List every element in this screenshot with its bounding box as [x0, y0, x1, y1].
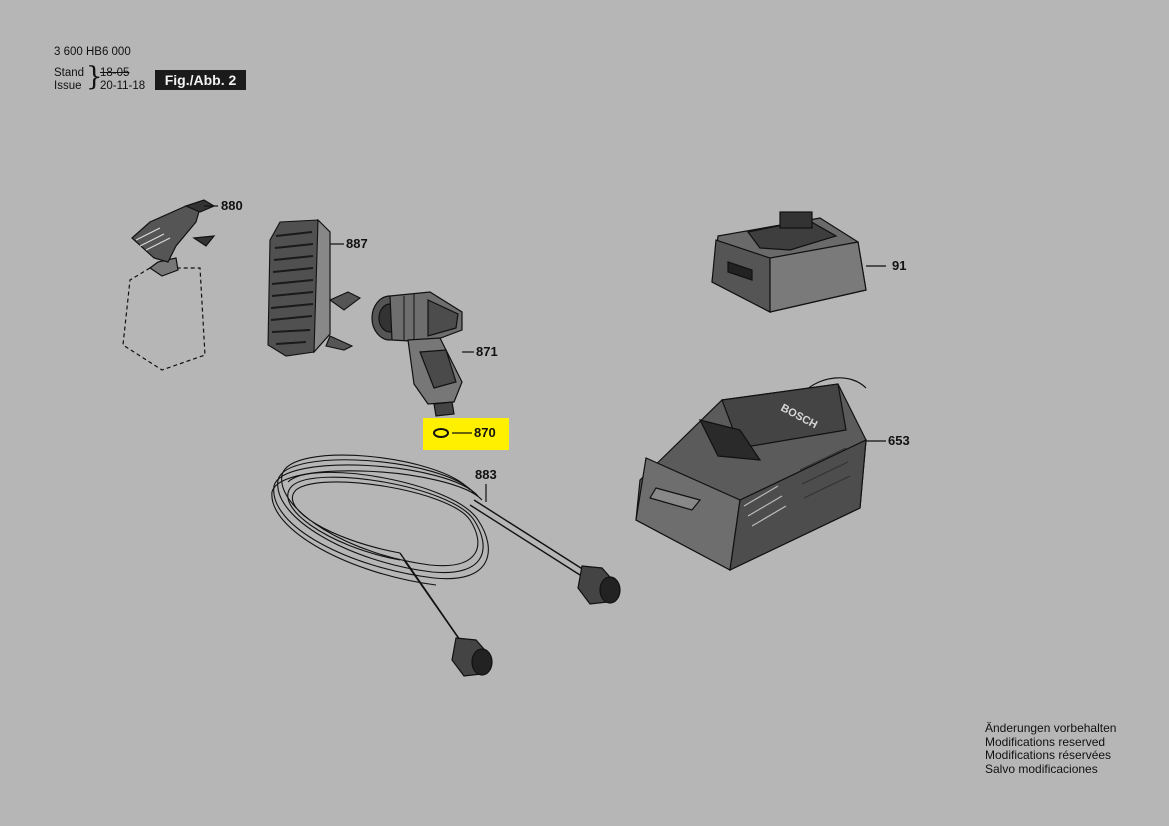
issue-date: 20-11-18 — [100, 80, 146, 92]
part-883-hose — [271, 454, 585, 647]
callout-883: 883 — [475, 467, 497, 482]
part-871-spray-gun — [371, 291, 463, 417]
part-91-battery — [711, 211, 867, 313]
hose-connector-left — [451, 637, 493, 677]
figure-label: Fig./Abb. 2 — [155, 70, 246, 90]
note-german: Änderungen vorbehalten — [985, 721, 1117, 735]
part-880-bottle-nozzle — [122, 199, 216, 371]
stand-label: Stand — [54, 67, 85, 79]
note-english: Modifications reserved — [985, 734, 1106, 749]
hose-connector-right — [577, 565, 621, 605]
callout-887: 887 — [346, 236, 368, 251]
callout-653: 653 — [888, 433, 910, 448]
callout-870: 870 — [474, 425, 496, 440]
part-887-brush — [267, 218, 362, 357]
part-653-charger — [635, 377, 867, 572]
note-spanish: Salvo modificaciones — [985, 762, 1098, 777]
part-870-washer — [433, 428, 472, 438]
note-french: Modifications réservées — [985, 748, 1112, 763]
issue-label: Issue — [54, 80, 82, 92]
brace-icon: } — [86, 62, 103, 92]
highlight-870 — [423, 418, 509, 450]
stand-date: 18-05 — [100, 67, 130, 79]
modification-notes: Änderungen vorbehalten Modifications res… — [985, 721, 1117, 777]
callout-91: 91 — [892, 258, 907, 273]
callout-871: 871 — [476, 344, 498, 359]
part-number: 3 600 HB6 000 — [54, 46, 131, 58]
callout-880: 880 — [221, 198, 243, 213]
